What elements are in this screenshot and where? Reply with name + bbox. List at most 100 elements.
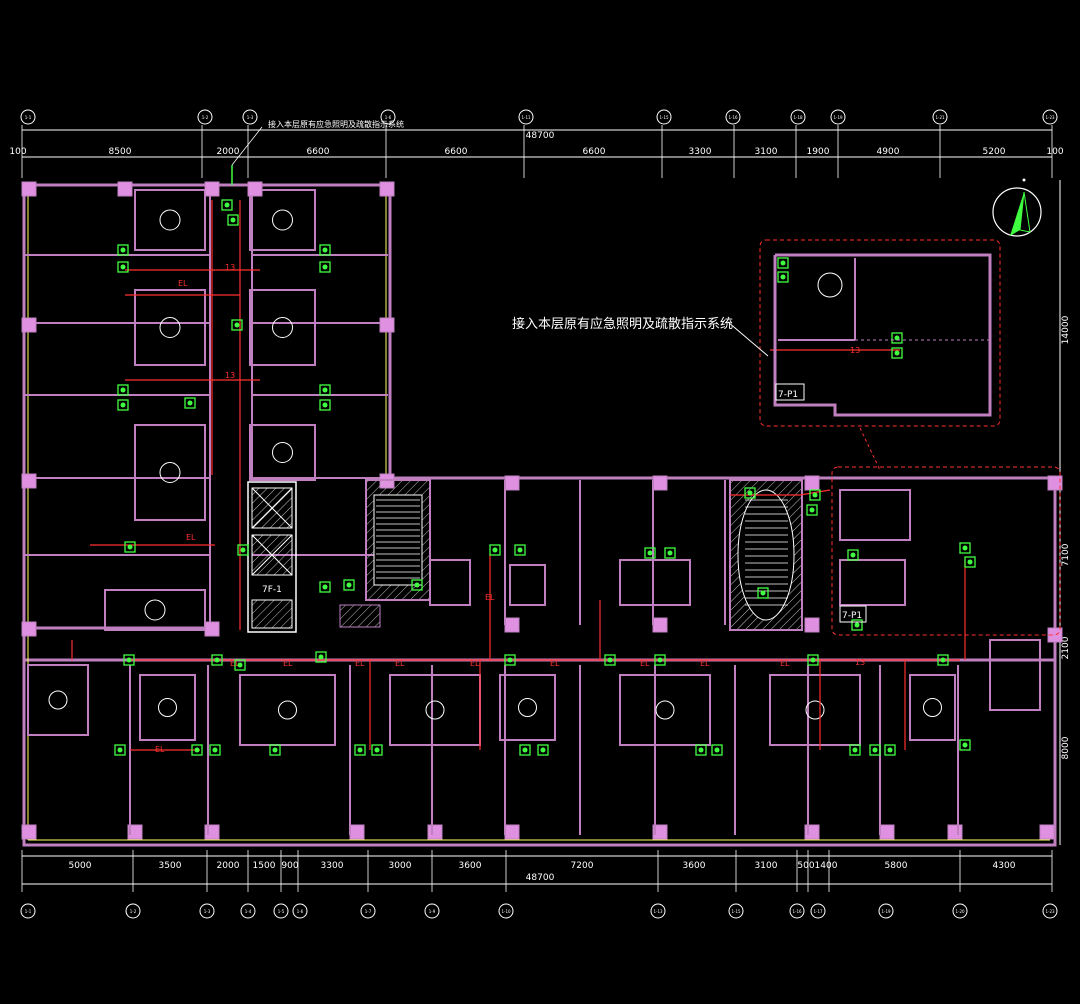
circuit-label: EL	[355, 659, 365, 668]
inset-detail-right: 7-P1	[831, 466, 1061, 636]
column	[349, 824, 365, 840]
emergency-light-dot	[120, 247, 126, 253]
emergency-light-fixtures	[114, 199, 976, 756]
column	[21, 181, 37, 197]
emergency-light	[269, 744, 281, 756]
column	[652, 824, 668, 840]
top-dimension-chain	[22, 129, 1052, 158]
emergency-light-dot	[647, 550, 653, 556]
axis-tag: 1-11	[521, 115, 531, 120]
axis-marker	[380, 109, 396, 125]
bottom-dim-label: 3000	[389, 861, 412, 871]
axis-tag: 1-10	[501, 909, 511, 914]
emergency-light-dot	[117, 747, 123, 753]
axis-tag: 1-7	[365, 909, 372, 914]
emergency-light-dot	[492, 547, 498, 553]
axis-tag: 1-3	[204, 909, 211, 914]
emergency-light	[114, 744, 126, 756]
emergency-light-dot	[357, 747, 363, 753]
emergency-light-dot	[698, 747, 704, 753]
emergency-light	[504, 654, 516, 666]
annotation-leader	[727, 321, 769, 357]
emergency-light-dot	[322, 402, 328, 408]
emergency-light-dot	[120, 402, 126, 408]
emergency-light	[411, 579, 423, 591]
axis-marker	[952, 903, 968, 919]
emergency-light	[777, 271, 789, 283]
emergency-light-dot	[894, 335, 900, 341]
bottom-dim-label: 1500	[253, 861, 276, 871]
bathroom-block	[249, 424, 316, 481]
emergency-circuits	[71, 200, 966, 751]
column	[879, 824, 895, 840]
bottom-dim-label: 1400	[815, 861, 838, 871]
bathroom-block	[239, 674, 336, 746]
emergency-light	[117, 399, 129, 411]
column	[1047, 475, 1063, 491]
circuit-label: EL	[640, 659, 650, 668]
emergency-light	[744, 487, 756, 499]
emergency-light	[117, 384, 129, 396]
emergency-light	[117, 244, 129, 256]
column	[504, 617, 520, 633]
bottom-dim-label: 900	[281, 861, 298, 871]
stair-2	[729, 479, 803, 631]
circuit-label: EL	[186, 533, 196, 542]
axis-marker	[1042, 903, 1058, 919]
axis-tag: 1-9	[429, 909, 436, 914]
emergency-light	[221, 199, 233, 211]
emergency-light-dot	[517, 547, 523, 553]
circuit-label: EL	[155, 745, 165, 754]
emergency-light-dot	[212, 747, 218, 753]
bathroom-block	[769, 674, 861, 746]
emergency-light	[537, 744, 549, 756]
emergency-light	[514, 544, 526, 556]
fixture-symbol	[159, 317, 181, 338]
bottom-dim-label: 7200	[571, 861, 594, 871]
column	[21, 824, 37, 840]
axis-tag: 1-6	[297, 909, 304, 914]
axis-marker	[20, 109, 36, 125]
emergency-light-dot	[214, 657, 220, 663]
axis-tag: 1-13	[653, 909, 663, 914]
top-dim-label: 5200	[983, 147, 1006, 157]
bathroom-block	[27, 664, 89, 736]
column	[127, 824, 143, 840]
emergency-light	[937, 654, 949, 666]
bathroom-block	[389, 674, 481, 746]
emergency-light	[851, 619, 863, 631]
panel-label-right: 7-P1	[842, 611, 862, 621]
emergency-light-dot	[854, 622, 860, 628]
emergency-light-dot	[962, 545, 968, 551]
emergency-light	[869, 744, 881, 756]
bathroom-block	[134, 289, 206, 366]
circuit-label: EL	[178, 279, 188, 288]
bathroom-block	[839, 559, 906, 606]
emergency-light-dot	[272, 747, 278, 753]
emergency-light-dot	[607, 657, 613, 663]
circuit-label: 13	[225, 371, 235, 380]
elevator-core	[247, 481, 297, 633]
bathroom-block	[249, 189, 316, 251]
column	[504, 824, 520, 840]
emergency-light-dot	[318, 654, 324, 660]
emergency-light-dot	[120, 387, 126, 393]
emergency-light	[604, 654, 616, 666]
axis-marker	[810, 903, 826, 919]
circuit-label: 13	[225, 263, 235, 272]
bottom-dim-label: 3300	[321, 861, 344, 871]
bottom-dim-label: 3500	[159, 861, 182, 871]
column	[504, 475, 520, 491]
circuit-label: EL	[700, 659, 710, 668]
emergency-light-dot	[812, 492, 818, 498]
bottom-dim-label: 3100	[755, 861, 778, 871]
axis-marker	[932, 109, 948, 125]
emergency-light	[959, 739, 971, 751]
bathroom-block	[499, 674, 556, 741]
middle-wing-rooms	[429, 480, 1041, 711]
north-arrow-icon	[992, 178, 1042, 237]
emergency-light-dot	[230, 217, 236, 223]
emergency-light	[519, 744, 531, 756]
